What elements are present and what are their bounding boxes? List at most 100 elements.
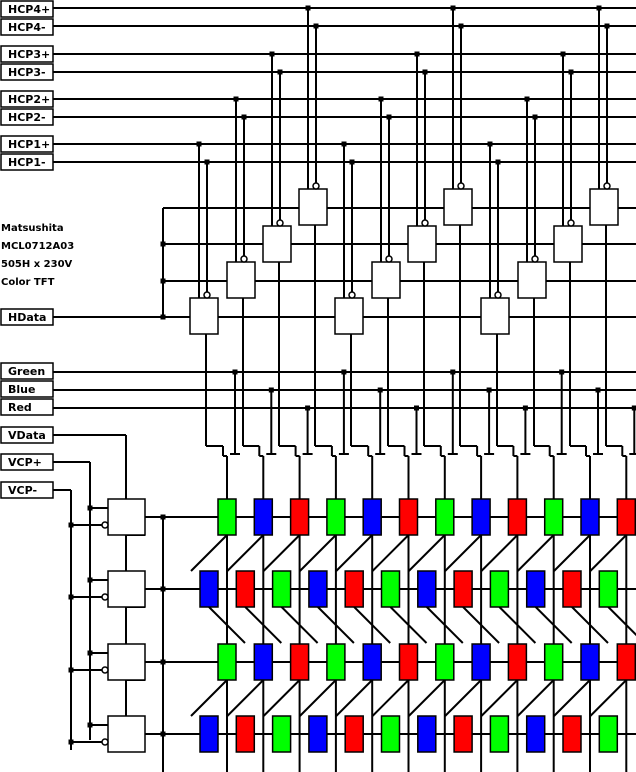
- inverter-bubble: [494, 291, 502, 299]
- pixel-blue: [580, 643, 600, 681]
- pixel-blue: [253, 498, 274, 536]
- pixel-green: [271, 715, 292, 753]
- inverter-bubble: [457, 182, 465, 190]
- pixel-link: [389, 606, 428, 644]
- pixel-blue: [362, 643, 382, 681]
- pixel-green: [326, 643, 346, 681]
- label-green: Green: [0, 362, 54, 380]
- junction-dot: [241, 114, 247, 120]
- svg-text:Green: Green: [8, 365, 45, 378]
- shift-register-stage: [189, 297, 219, 335]
- pixel-link: [190, 534, 228, 572]
- pixel-link: [480, 679, 519, 717]
- svg-text:VCP-: VCP-: [8, 484, 37, 497]
- pixel-blue: [199, 570, 219, 608]
- pixel-blue: [471, 643, 491, 681]
- pixel-green: [543, 643, 564, 681]
- junction-dot: [160, 514, 166, 520]
- pixel-link: [371, 534, 410, 572]
- pixel-blue: [253, 643, 274, 681]
- pixel-link: [589, 679, 628, 717]
- inverter-bubble: [421, 219, 429, 227]
- junction-dot: [68, 667, 74, 673]
- pixel-blue: [580, 498, 600, 536]
- pixel-green: [217, 498, 237, 536]
- shift-register-stage: [407, 225, 437, 263]
- pixel-link: [480, 534, 519, 572]
- junction-dot: [486, 387, 492, 393]
- svg-text:HCP4-: HCP4-: [8, 21, 46, 34]
- shift-register-stage: [589, 188, 619, 226]
- svg-text:HCP1+: HCP1+: [8, 138, 50, 151]
- svg-text:Red: Red: [8, 401, 32, 414]
- junction-dot: [595, 387, 601, 393]
- pixel-green: [598, 715, 619, 753]
- pixel-blue: [471, 498, 491, 536]
- pixel-green: [271, 570, 292, 608]
- pixel-link: [280, 606, 319, 644]
- pixel-green: [489, 570, 510, 608]
- junction-dot: [160, 314, 166, 320]
- junction-dot: [87, 650, 93, 656]
- pixel-link: [208, 606, 246, 644]
- svg-text:HCP4+: HCP4+: [8, 3, 50, 16]
- row-driver: [107, 643, 146, 681]
- svg-text:HCP2+: HCP2+: [8, 93, 50, 106]
- junction-dot: [160, 659, 166, 665]
- pixel-link: [226, 534, 265, 572]
- shift-register-stage: [298, 188, 328, 226]
- pixel-blue: [525, 715, 546, 753]
- pixel-link: [516, 679, 555, 717]
- label-vdata: VData: [0, 426, 54, 444]
- pixel-red: [453, 715, 473, 753]
- pixel-red: [562, 570, 582, 608]
- pixel-green: [435, 643, 455, 681]
- junction-dot: [458, 23, 464, 29]
- junction-dot: [68, 522, 74, 528]
- device-model: MCL0712A03: [1, 241, 74, 252]
- pixel-link: [262, 534, 301, 572]
- pixel-red: [507, 643, 528, 681]
- label-red: Red: [0, 398, 54, 416]
- pixel-green: [217, 643, 237, 681]
- junction-dot: [269, 51, 275, 57]
- label-hcp3-minus: HCP3-: [0, 63, 54, 81]
- junction-dot: [631, 405, 636, 411]
- svg-text:Blue: Blue: [8, 383, 35, 396]
- junction-dot: [377, 387, 383, 393]
- junction-dot: [414, 51, 420, 57]
- inverter-bubble: [101, 666, 109, 674]
- junction-dot: [204, 159, 210, 165]
- junction-dot: [349, 159, 355, 165]
- pixel-link: [299, 679, 337, 717]
- pixel-blue: [362, 498, 382, 536]
- junction-dot: [277, 69, 283, 75]
- inverter-bubble: [531, 255, 539, 263]
- pixel-link: [444, 679, 482, 717]
- junction-dot: [68, 594, 74, 600]
- label-hcp4-minus: HCP4-: [0, 18, 54, 36]
- pixel-link: [335, 679, 373, 717]
- pixel-red: [398, 498, 419, 536]
- inverter-bubble: [276, 219, 284, 227]
- junction-dot: [233, 96, 239, 102]
- junction-dot: [568, 69, 574, 75]
- svg-text:HData: HData: [8, 311, 46, 324]
- shift-register-stage: [334, 297, 364, 335]
- pixel-link: [426, 606, 464, 644]
- junction-dot: [305, 5, 311, 11]
- pixel-red: [344, 715, 364, 753]
- pixel-green: [435, 498, 455, 536]
- shift-register-stage: [226, 261, 256, 299]
- junction-dot: [87, 577, 93, 583]
- pixel-link: [534, 606, 573, 644]
- svg-text:HCP1-: HCP1-: [8, 156, 46, 169]
- pixel-link: [226, 679, 265, 717]
- pixel-link: [317, 606, 355, 644]
- junction-dot: [268, 387, 274, 393]
- pixel-link: [299, 534, 337, 572]
- shift-register-stage: [517, 261, 547, 299]
- pixel-green: [598, 570, 619, 608]
- pixel-red: [616, 643, 636, 681]
